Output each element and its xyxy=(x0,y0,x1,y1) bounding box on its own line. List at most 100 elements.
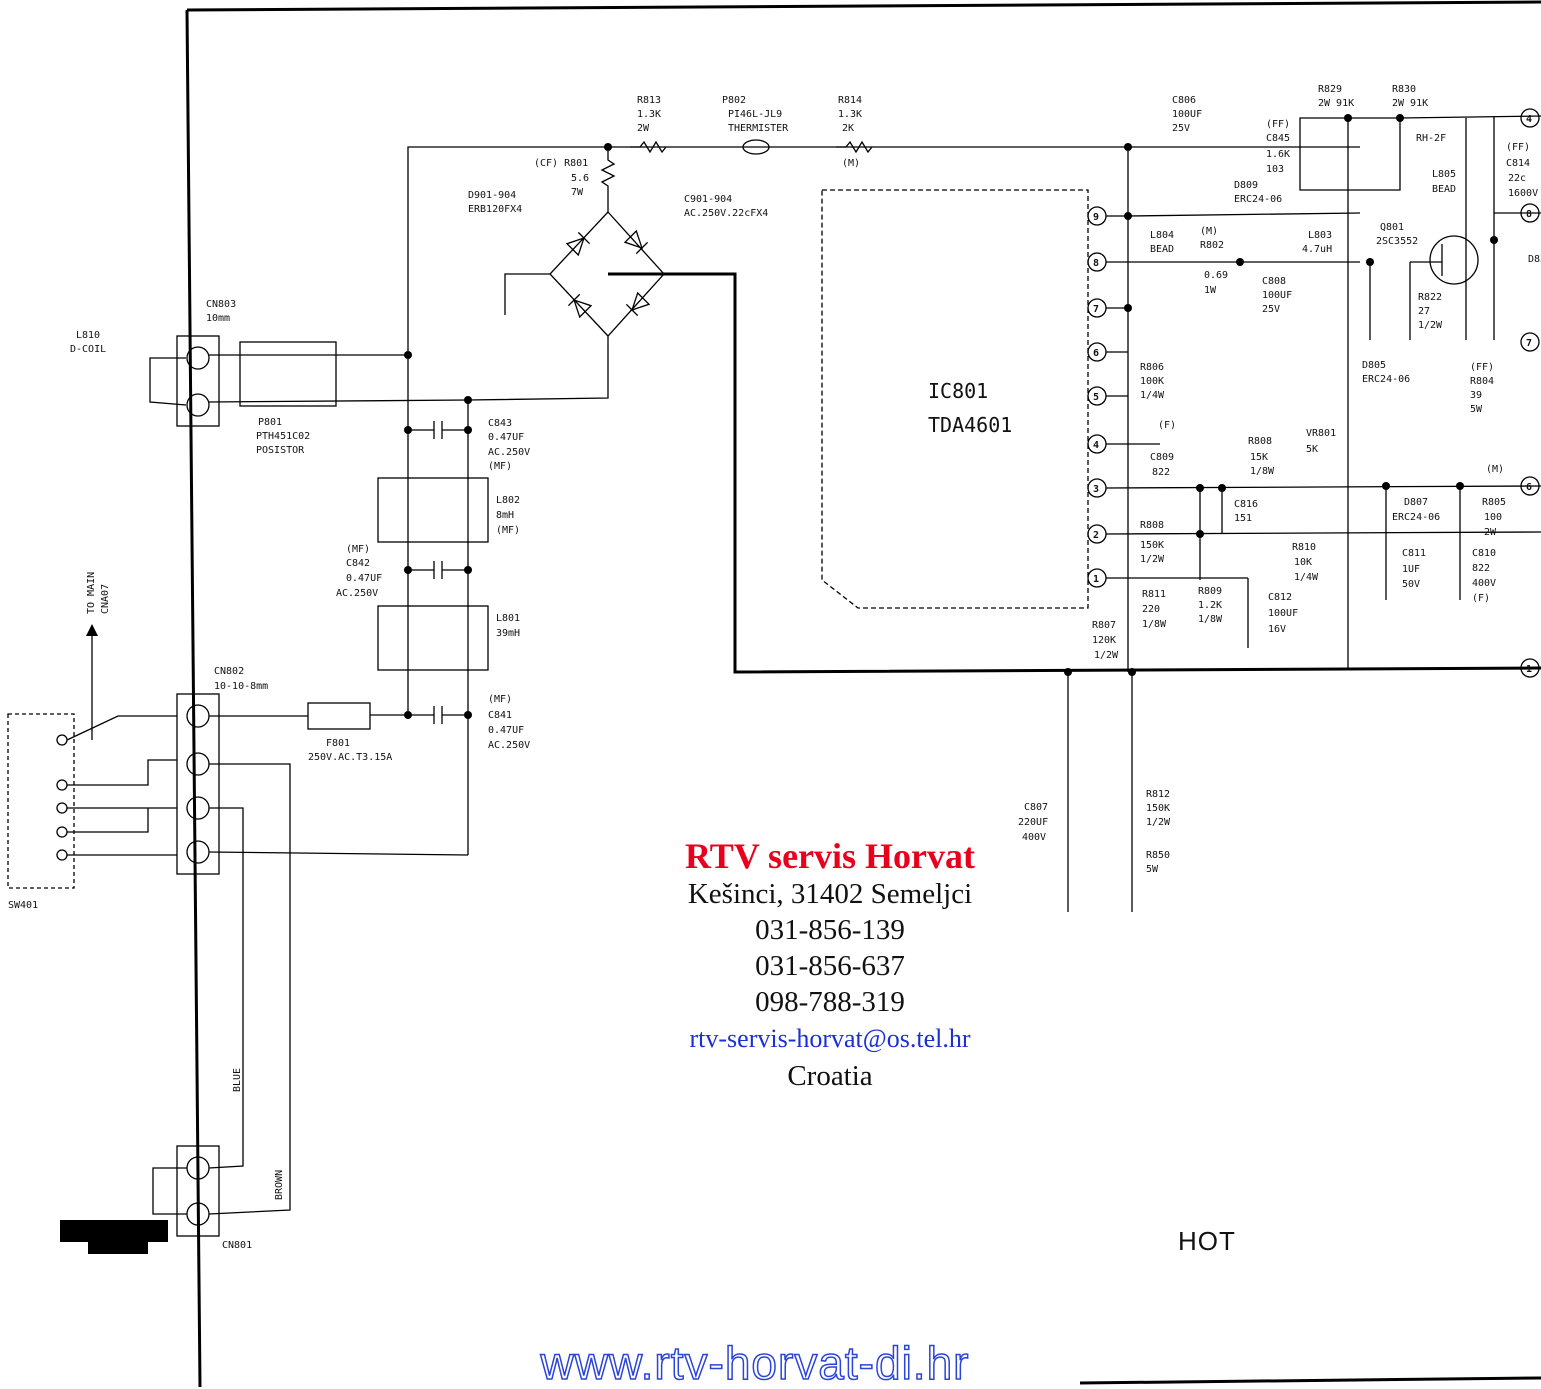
label-c816: C816 xyxy=(1234,499,1258,510)
label-r801: (CF) R801 xyxy=(534,158,588,169)
label-c812: C812 xyxy=(1268,592,1292,603)
label-l805: L805 xyxy=(1432,169,1456,180)
label-c841-value: 0.47UF xyxy=(488,725,524,736)
bridge-rectifier xyxy=(467,196,665,401)
label-c842-voltage: AC.250V xyxy=(336,588,378,599)
label-c901-value: AC.250V.22cFX4 xyxy=(684,208,768,219)
label-c808-value: 100UF xyxy=(1262,290,1292,301)
label-r814-power: 2K xyxy=(842,123,854,134)
country: Croatia xyxy=(787,1060,873,1092)
label-c843: C843 xyxy=(488,418,512,429)
phone-2: 031-856-637 xyxy=(755,950,905,982)
label-c809-value: 822 xyxy=(1152,467,1170,478)
label-c812-voltage: 16V xyxy=(1268,624,1286,635)
label-f801-value: 250V.AC.T3.15A xyxy=(308,752,392,763)
label-d809: D809 xyxy=(1234,180,1258,191)
label-c843-value: 0.47UF xyxy=(488,432,524,443)
out-pin-1: 1 xyxy=(1526,664,1532,675)
p801-posistor xyxy=(239,341,337,407)
label-r804-value: 39 xyxy=(1470,390,1482,401)
label-c816-value: 151 xyxy=(1234,513,1252,524)
label-l802: L802 xyxy=(496,495,520,506)
label-c845-mark: (FF) xyxy=(1266,119,1290,130)
q801-transistor xyxy=(1429,235,1479,285)
label-p801: P801 xyxy=(258,417,282,428)
c841-capacitor xyxy=(408,706,468,724)
label-r808: R808 xyxy=(1140,520,1164,531)
label-r814: R814 xyxy=(838,95,862,106)
label-c841-mark: (MF) xyxy=(488,694,512,705)
label-c807-voltage: 400V xyxy=(1022,832,1046,843)
label-cn803: CN803 xyxy=(206,299,236,310)
label-r802-power: 1W xyxy=(1204,285,1217,296)
pin-5: 5 xyxy=(1093,392,1099,403)
label-sw401: SW401 xyxy=(8,900,38,911)
label-r810-value: 10K xyxy=(1294,557,1312,568)
label-r812-value: 150K xyxy=(1146,803,1170,814)
label-r850: R850 xyxy=(1146,850,1170,861)
cn802-connector xyxy=(176,693,220,875)
label-r813-power: 2W xyxy=(637,123,650,134)
label-l804: L804 xyxy=(1150,230,1174,241)
label-c845-value: 1.6K xyxy=(1266,149,1290,160)
label-r809: R809 xyxy=(1198,586,1222,597)
label-r805-mark: (M) xyxy=(1486,464,1504,475)
hot-side-label: HOT xyxy=(1178,1226,1236,1256)
label-c842: C842 xyxy=(346,558,370,569)
label-c812-value: 100UF xyxy=(1268,608,1298,619)
r814-resistor xyxy=(836,140,873,154)
label-brown-wire: BROWN xyxy=(274,1170,285,1200)
c842-capacitor xyxy=(408,561,468,579)
label-r804-mark: (FF) xyxy=(1470,362,1494,373)
phone-3: 098-788-319 xyxy=(755,986,905,1018)
pin-9: 9 xyxy=(1093,212,1099,223)
label-c841-voltage: AC.250V xyxy=(488,740,530,751)
label-r811-value: 220 xyxy=(1142,604,1160,615)
ic801-block xyxy=(821,189,1089,609)
label-c810-mark: (F) xyxy=(1472,593,1490,604)
label-d901: D901-904 xyxy=(468,190,516,201)
label-c843-voltage: AC.250V xyxy=(488,447,530,458)
label-l803: L803 xyxy=(1308,230,1332,241)
label-cn803-value: 10mm xyxy=(206,313,230,324)
label-c808-voltage: 25V xyxy=(1262,304,1280,315)
label-r801-power: 7W xyxy=(571,187,584,198)
label-d809-value: ERC24-06 xyxy=(1234,194,1282,205)
label-r810: R810 xyxy=(1292,542,1316,553)
label-r813: R813 xyxy=(637,95,661,106)
label-p802-type: THERMISTER xyxy=(728,123,789,134)
label-d830: D830 xyxy=(1528,254,1541,265)
label-r802: R802 xyxy=(1200,240,1224,251)
label-c807: C807 xyxy=(1024,802,1048,813)
phone-1: 031-856-139 xyxy=(755,914,905,946)
label-cn802: CN802 xyxy=(214,666,244,677)
label-q801-value: 2SC3552 xyxy=(1376,236,1418,247)
label-c814: C814 xyxy=(1506,158,1530,169)
label-l805-value: BEAD xyxy=(1432,184,1456,195)
pin-2: 2 xyxy=(1093,530,1099,541)
label-r807-power: 1/2W xyxy=(1094,650,1119,661)
label-c810-voltage: 400V xyxy=(1472,578,1496,589)
label-blue-wire: BLUE xyxy=(232,1068,243,1092)
label-r850-power: 5W xyxy=(1146,864,1159,875)
pin-1: 1 xyxy=(1093,574,1099,585)
out-pin-4: 4 xyxy=(1526,114,1532,125)
email-link[interactable]: rtv-servis-horvat@os.tel.hr xyxy=(689,1024,971,1053)
label-c845-code: 103 xyxy=(1266,164,1284,175)
out-pin-8: 8 xyxy=(1526,209,1532,220)
label-d805-value: ERC24-06 xyxy=(1362,374,1410,385)
label-f801: F801 xyxy=(326,738,350,749)
label-c808: C808 xyxy=(1262,276,1286,287)
label-c841: C841 xyxy=(488,710,512,721)
label-cn801: CN801 xyxy=(222,1240,252,1251)
label-r808-power: 1/2W xyxy=(1140,554,1165,565)
pin-7: 7 xyxy=(1093,304,1099,315)
label-r812: R812 xyxy=(1146,789,1170,800)
label-d805: D805 xyxy=(1362,360,1386,371)
label-r810-power: 1/4W xyxy=(1294,572,1319,583)
label-r811: R811 xyxy=(1142,589,1166,600)
website-watermark[interactable]: www.rtv-horvat-di.hr xyxy=(540,1337,970,1389)
label-c811-voltage: 50V xyxy=(1402,579,1420,590)
label-c811-value: 1UF xyxy=(1402,564,1420,575)
cn803-connector xyxy=(176,335,220,427)
